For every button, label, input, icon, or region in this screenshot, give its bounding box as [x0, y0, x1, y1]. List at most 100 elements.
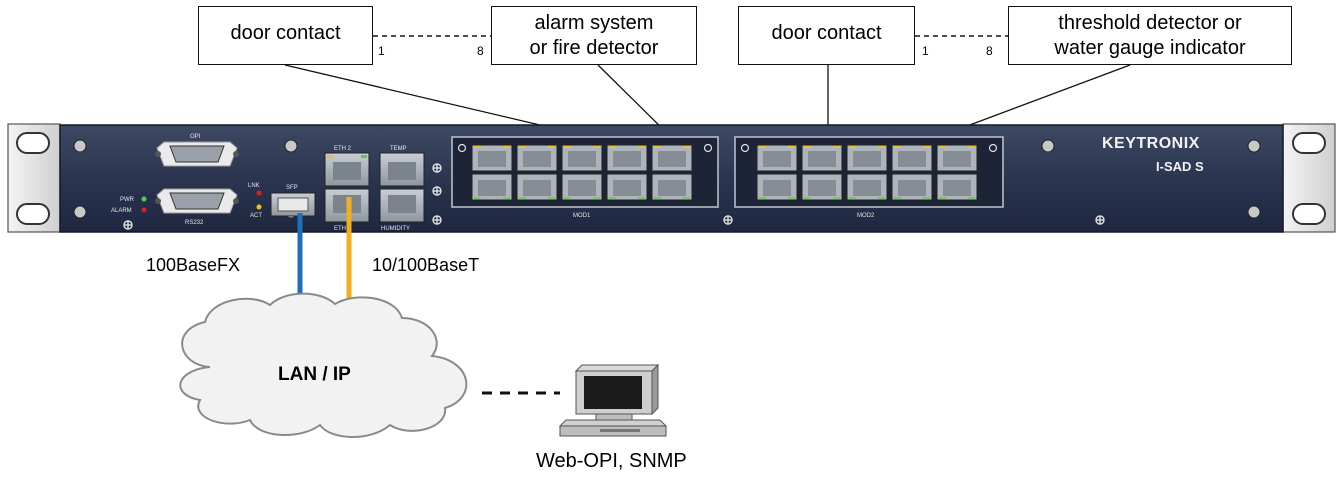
threshold-detector-label-line2: water gauge indicator [1054, 37, 1246, 59]
rj45-socket [478, 180, 506, 196]
port-led [923, 197, 930, 199]
mod2-pin-first: 1 [922, 44, 929, 58]
alarm-system-callout: alarm system or fire detector [491, 6, 697, 65]
port-led [759, 146, 766, 148]
rj45-socket [613, 151, 641, 167]
mod2-label: MOD2 [857, 213, 875, 219]
temp-port-label: TEMP [390, 146, 407, 152]
computer-icon [558, 363, 668, 437]
rs232-serial-port [155, 188, 239, 214]
act-led-label: ACT [250, 213, 262, 219]
rj45-socket [763, 180, 791, 196]
port-led [878, 146, 885, 148]
pwr-led-label: PWR [120, 197, 135, 203]
port-led [548, 146, 555, 148]
alarm-led-label: ALARM [111, 208, 132, 214]
port-led [804, 146, 811, 148]
port-led [804, 197, 811, 199]
rj45-socket [853, 180, 881, 196]
port-led [939, 197, 946, 199]
mod1-pin-last: 8 [477, 44, 484, 58]
fiber-label: 100BaseFX [146, 255, 241, 275]
threshold-detector-label-line1: threshold detector or [1058, 12, 1242, 34]
act-led [256, 204, 262, 210]
port-led [923, 146, 930, 148]
mod1-port-grid [471, 144, 693, 201]
temp-port [379, 152, 425, 187]
alarm-system-label-line2: or fire detector [529, 37, 659, 59]
right-rack-ear [1282, 123, 1336, 233]
port-led [503, 146, 510, 148]
left-rack-ear [7, 123, 61, 233]
port-led [519, 146, 526, 148]
rj45-socket [658, 151, 686, 167]
port-led [894, 197, 901, 199]
lnk-led-label: LNK [248, 183, 260, 189]
pwr-led [141, 196, 147, 202]
rj45-socket [808, 151, 836, 167]
mod-corner-screws [457, 143, 998, 153]
rj45-socket [898, 180, 926, 196]
alarm-system-label-line1: alarm system [534, 12, 654, 34]
mod1-pin-first: 1 [378, 44, 385, 58]
port-led [683, 146, 690, 148]
port-led [894, 146, 901, 148]
eth1-port-label: ETH 1 [334, 226, 352, 232]
rj45-socket [478, 151, 506, 167]
door-contact-callout-1: door contact [198, 6, 373, 65]
port-led [593, 197, 600, 199]
port-led [939, 146, 946, 148]
port-led [833, 146, 840, 148]
rj45-socket [943, 151, 971, 167]
mod2-pin-last: 8 [986, 44, 993, 58]
port-led [503, 197, 510, 199]
rj45-socket [568, 180, 596, 196]
sfp-port [270, 192, 316, 217]
port-led [654, 197, 661, 199]
rj45-socket [568, 151, 596, 167]
port-led [683, 197, 690, 199]
rj45-socket [658, 180, 686, 196]
mod2-port-grid [756, 144, 978, 201]
humidity-port [379, 188, 425, 223]
port-led [833, 197, 840, 199]
humidity-port-label: HUMIDITY [381, 226, 410, 232]
rj45-socket [853, 151, 881, 167]
port-led [609, 146, 616, 148]
port-led [548, 197, 555, 199]
threshold-detector-callout: threshold detector or water gauge indica… [1008, 6, 1292, 65]
port-led [654, 146, 661, 148]
opi-port-label: OPI [190, 134, 201, 140]
port-led [609, 197, 616, 199]
rs232-port-label: RS232 [185, 220, 204, 226]
sfp-port-label: SFP [286, 185, 298, 191]
port-led [638, 146, 645, 148]
port-led [849, 146, 856, 148]
plus-screws [123, 163, 1105, 230]
port-led [968, 197, 975, 199]
door-contact-callout-2: door contact [738, 6, 915, 65]
port-led [759, 197, 766, 199]
rj45-socket [523, 151, 551, 167]
cloud-label: LAN / IP [278, 364, 351, 385]
port-led [564, 197, 571, 199]
pc-label: Web-OPI, SNMP [536, 450, 687, 472]
port-led [474, 197, 481, 199]
door-contact-label-2: door contact [771, 22, 882, 44]
alarm-led [141, 207, 147, 213]
lnk-led [256, 190, 262, 196]
port-led [564, 146, 571, 148]
port-led [593, 146, 600, 148]
port-led [878, 197, 885, 199]
port-led [519, 197, 526, 199]
port-led [474, 146, 481, 148]
door-contact-label-1: door contact [230, 22, 341, 44]
rj45-socket [808, 180, 836, 196]
port-led [638, 197, 645, 199]
rj45-socket [943, 180, 971, 196]
lan-cloud [179, 292, 468, 438]
copper-label: 10/100BaseT [372, 255, 480, 275]
rj45-socket [523, 180, 551, 196]
opi-serial-port [155, 141, 239, 167]
